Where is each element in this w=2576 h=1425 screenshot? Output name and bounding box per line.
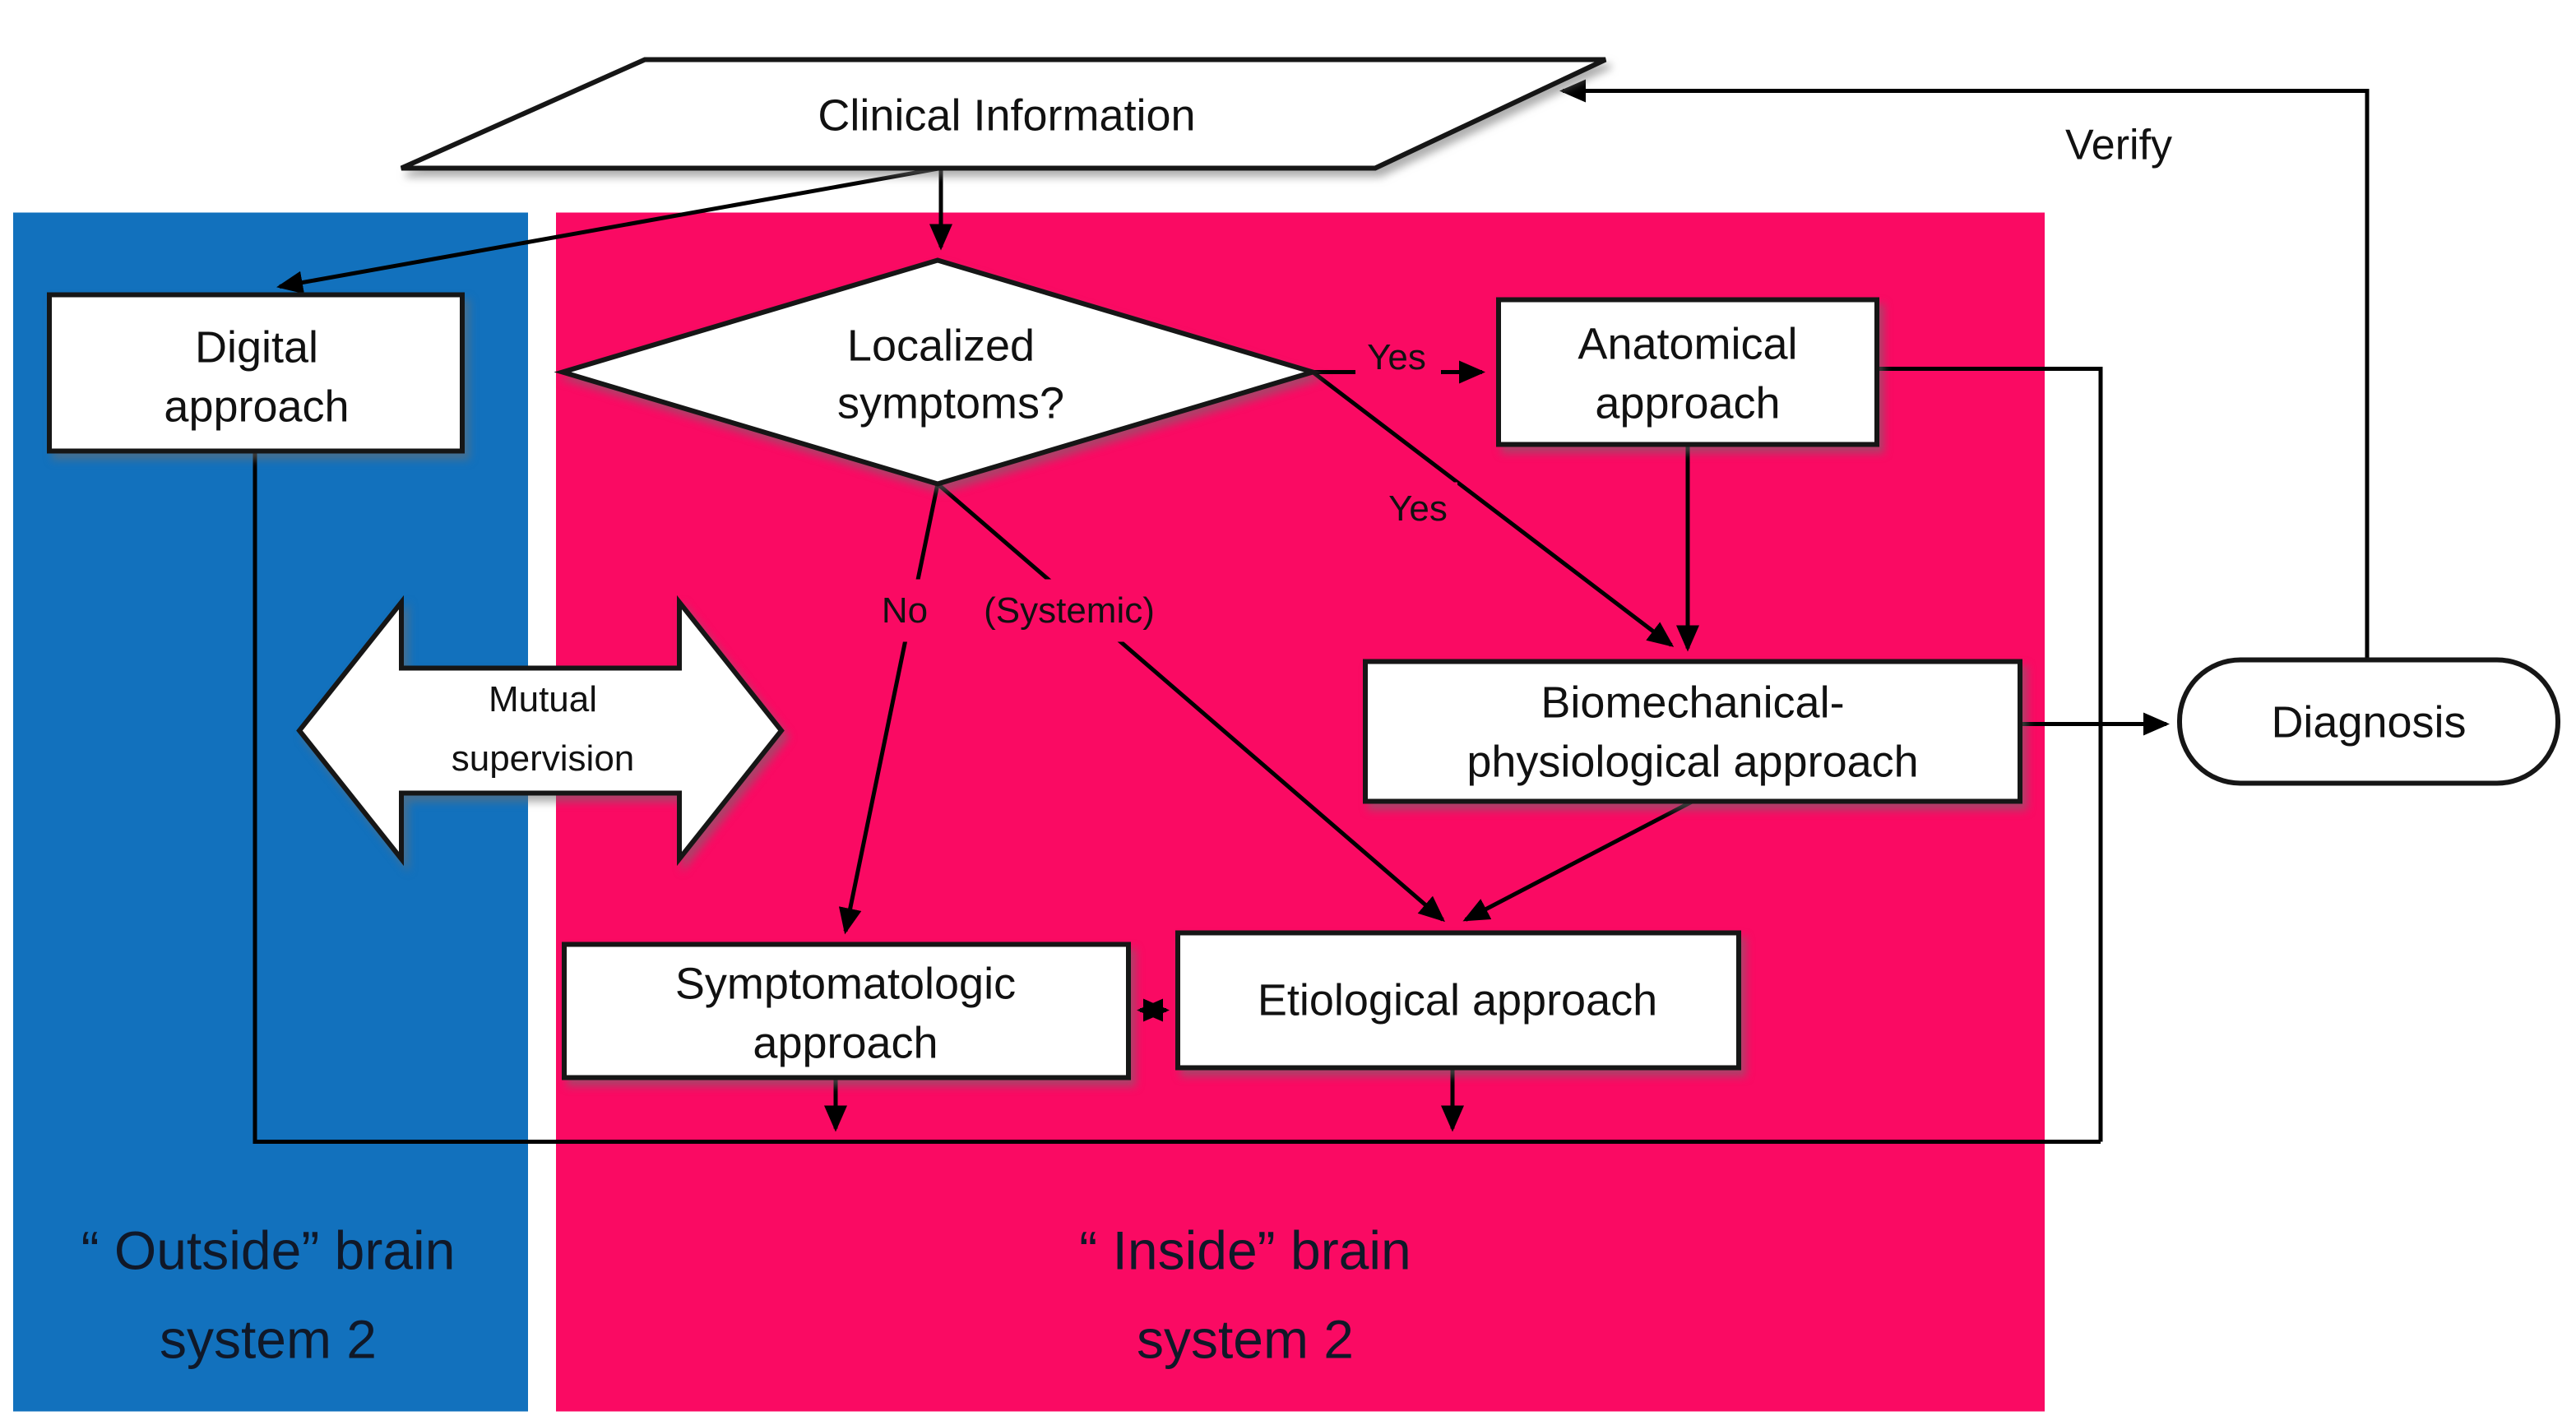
diagnosis-label: Diagnosis bbox=[2271, 698, 2466, 747]
etiological-approach-label: Etiological approach bbox=[1258, 976, 1657, 1025]
mutual-supervision-label-line2: supervision bbox=[452, 738, 635, 779]
inside-brain-label-line1: “ Inside” brain bbox=[1079, 1220, 1411, 1281]
edge-localized-to-symptomatologic bbox=[838, 483, 940, 935]
localized-symptoms-label-line1: Localized bbox=[847, 322, 1035, 371]
anatomical-approach-label-line2: approach bbox=[1595, 379, 1780, 428]
clinical-information-label: Clinical Information bbox=[818, 91, 1195, 141]
digital-approach-label-line2: approach bbox=[164, 382, 349, 432]
verify-label: Verify bbox=[2065, 122, 2172, 169]
diagnosis-node bbox=[2177, 657, 2560, 786]
digital-approach-node bbox=[47, 292, 465, 454]
symptomatologic-approach-node bbox=[562, 942, 1131, 1080]
symptomatologic-label-line2: approach bbox=[753, 1019, 938, 1068]
systemic-label: (Systemic) bbox=[984, 590, 1155, 631]
localized-symptoms-label-line2: symptoms? bbox=[837, 379, 1064, 428]
edge-anatomical-elbow bbox=[1877, 367, 2103, 1142]
edge-digital-to-collector bbox=[253, 451, 2101, 1144]
biomechanical-physiological-approach-node bbox=[1363, 659, 2022, 804]
mutual-supervision-double-arrow bbox=[296, 595, 785, 867]
inside-brain-label-line2: system 2 bbox=[1137, 1309, 1354, 1370]
no-systemic-label-backing bbox=[869, 579, 1171, 642]
yes-to-anatomical-label: Yes bbox=[1367, 337, 1426, 377]
outside-brain-label-line1: “ Outside” brain bbox=[81, 1220, 456, 1281]
localized-symptoms-decision-node bbox=[554, 257, 1322, 487]
edge-biomechanical-to-etiological bbox=[1462, 799, 1694, 922]
mutual-supervision-label-line1: Mutual bbox=[489, 679, 597, 719]
yes-label-backing bbox=[1378, 482, 1457, 535]
etiological-approach-node bbox=[1175, 930, 1741, 1071]
digital-approach-label-line1: Digital bbox=[195, 323, 318, 372]
biomechanical-label-line2: physiological approach bbox=[1466, 738, 1918, 787]
no-label: No bbox=[882, 590, 928, 631]
outside-brain-label-line2: system 2 bbox=[160, 1309, 377, 1370]
biomechanical-label-line1: Biomechanical- bbox=[1541, 678, 1844, 728]
edge-localized-to-biomechanical bbox=[1311, 370, 1675, 647]
yes-to-biomechanical-label: Yes bbox=[1388, 488, 1448, 529]
edge-localized-to-etiological bbox=[936, 482, 1446, 923]
anatomical-approach-label-line1: Anatomical bbox=[1578, 320, 1797, 369]
symptomatologic-label-line1: Symptomatologic bbox=[675, 960, 1016, 1009]
anatomical-approach-node bbox=[1496, 297, 1879, 447]
edge-diagnosis-verify-to-clinical bbox=[1559, 79, 2370, 660]
edge-clinical-to-digital bbox=[276, 166, 942, 294]
clinical-information-node bbox=[400, 57, 1607, 171]
